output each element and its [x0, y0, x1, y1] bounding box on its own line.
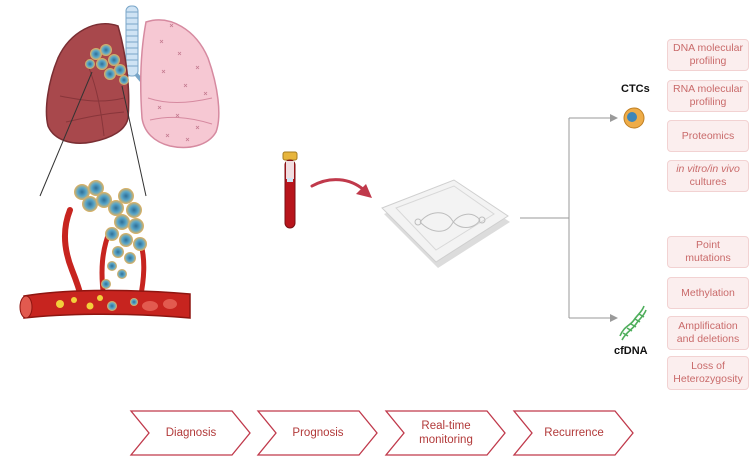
cfdna-label: cfDNA	[614, 345, 648, 357]
lungs-icon	[45, 5, 220, 149]
stage-chevron-monitoring	[384, 410, 506, 456]
lung-tumor-icon	[85, 44, 129, 85]
dna-helix-icon	[619, 305, 647, 341]
stage-chevrons	[129, 410, 634, 456]
cfdna-analysis-point-mutations: Point mutations	[667, 236, 749, 268]
healthy-lung-icon	[140, 19, 220, 149]
cfdna-analysis-methylation: Methylation	[667, 277, 749, 309]
ctc-cell-icon	[623, 107, 645, 129]
ctc-analysis-cultures: in vitro/in vivo cultures	[667, 160, 749, 192]
stage-chevron-recurrence	[512, 410, 634, 456]
tumor-cluster-icon	[62, 180, 147, 303]
stage-label-monitoring: Real-time monitoring	[419, 420, 473, 446]
stage-chevron-prognosis	[256, 410, 378, 456]
branch-connector	[520, 117, 612, 319]
stage-label-prognosis: Prognosis	[292, 427, 344, 439]
ctc-label: CTCs	[621, 83, 650, 95]
stage-chevron-diagnosis	[129, 410, 251, 456]
blood-vessel-icon	[19, 289, 191, 319]
cfdna-analysis-amplification: Amplification and deletions	[667, 316, 749, 350]
arrow-icon	[310, 178, 372, 198]
zoom-lines	[39, 71, 147, 197]
stage-label-diagnosis: Diagnosis	[165, 427, 217, 439]
ctc-analysis-rna-profiling: RNA molecular profiling	[667, 80, 749, 112]
arrow-to-cfdna	[610, 314, 618, 322]
arrow-to-ctc	[610, 114, 618, 122]
blood-tube-icon	[282, 151, 298, 229]
microfluidic-chip-icon	[381, 179, 510, 268]
ctc-analysis-dna-profiling: DNA molecular profiling	[667, 39, 749, 71]
ctc-analysis-proteomics: Proteomics	[667, 120, 749, 152]
cfdna-analysis-loh: Loss of Heterozygosity	[667, 356, 749, 390]
stage-label-recurrence: Recurrence	[544, 427, 604, 439]
